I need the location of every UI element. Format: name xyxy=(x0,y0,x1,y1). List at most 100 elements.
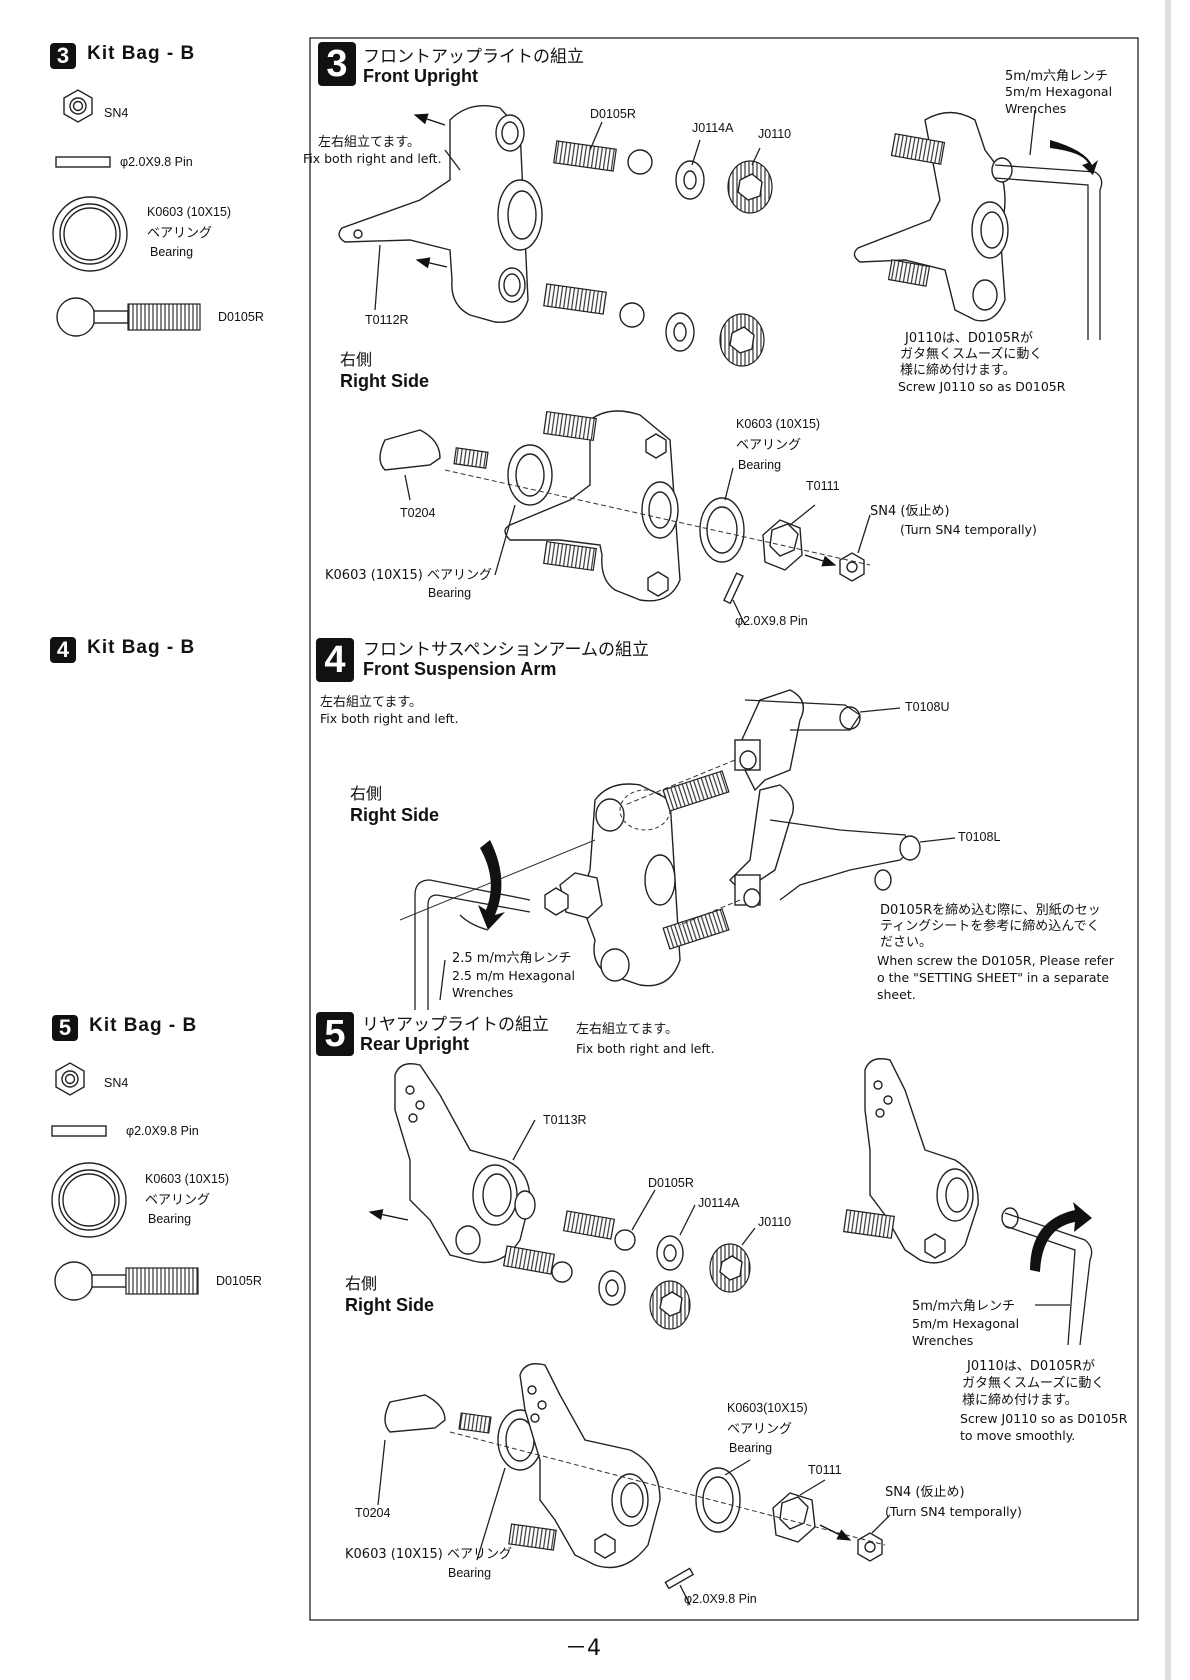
kit5-nut-icon xyxy=(55,1062,85,1096)
s5-label-k0603: K0603(10X15) xyxy=(727,1401,808,1415)
kit3-bearing-en: Bearing xyxy=(150,245,194,259)
s3-side-jp: 右側 xyxy=(340,350,373,369)
kit-bag-3-title: Kit Bag - B xyxy=(87,43,196,64)
kit5-nut-label: SN4 xyxy=(104,1076,129,1090)
s5-label-k0603b: K0603 (10X15) ベアリング xyxy=(345,1547,513,1562)
s5-wrench-en2: Wrenches xyxy=(912,1333,974,1348)
s5-hub-assembly xyxy=(377,1363,891,1606)
s3-note-jp2: ガタ無くスムーズに動く xyxy=(900,347,1043,362)
s3-label-bearing-jp: ベアリング xyxy=(736,438,802,453)
section-3-title-en: Front Upright xyxy=(363,66,478,86)
s5-label-t0113r: T0113R xyxy=(543,1113,587,1127)
s3-label-k0603: K0603 (10X15) xyxy=(736,417,821,431)
section-3-header: 3 xyxy=(318,42,356,86)
section-5-step-badge: 5 xyxy=(316,1012,354,1056)
s4-side-en: Right Side xyxy=(350,805,439,825)
s3-label-d0105r: D0105R xyxy=(590,107,636,121)
kit5-ball-stud-icon xyxy=(54,1261,199,1301)
s3-hub-assembly xyxy=(379,410,871,626)
s3-wrench-en1: 5m/m Hexagonal xyxy=(1005,84,1113,99)
s5-wrench-jp: 5m/m六角レンチ xyxy=(912,1299,1015,1314)
s5-note-en2: to move smoothly. xyxy=(960,1428,1076,1443)
s5-note-jp3: 様に締め付けます。 xyxy=(962,1393,1078,1408)
s4-note-jp1: D0105Rを締め込む際に、別紙のセッ xyxy=(880,903,1101,918)
s4-side-jp: 右側 xyxy=(350,784,383,803)
s4-note-en1: When screw the D0105R, Please refer xyxy=(877,953,1114,968)
kit5-pin-label: φ2.0X9.8 Pin xyxy=(126,1124,199,1138)
s3-wrench-en2: Wrenches xyxy=(1005,101,1067,116)
s5-label-sn4-en: (Turn SN4 temporally) xyxy=(885,1504,1022,1519)
s4-wrench-en2: Wrenches xyxy=(452,985,514,1000)
s5-label-pin: φ2.0X9.8 Pin xyxy=(684,1592,757,1606)
s5-upright-side xyxy=(843,1058,1093,1346)
s3-label-sn4-en: (Turn SN4 temporally) xyxy=(900,522,1037,537)
s4-fix-jp: 左右組立てます。 xyxy=(320,695,423,710)
s5-side-jp: 右側 xyxy=(345,1274,378,1293)
kit-bag-5-step-badge: 5 xyxy=(52,1015,78,1041)
kit5-bearing-code: K0603 (10X15) xyxy=(145,1172,230,1186)
kit3-bearing-code: K0603 (10X15) xyxy=(147,205,232,219)
section-5-title-en: Rear Upright xyxy=(360,1034,470,1054)
s4-label-t0108l: T0108L xyxy=(958,830,1001,844)
kit-bag-3-step-badge: 3 xyxy=(50,43,76,69)
s5-fix-en: Fix both right and left. xyxy=(576,1041,715,1056)
kit5-bearing-jp: ベアリング xyxy=(145,1193,211,1208)
s5-note-jp2: ガタ無くスムーズに動く xyxy=(962,1376,1105,1391)
s5-side-en: Right Side xyxy=(345,1295,434,1315)
s4-note-jp2: ティングシートを参考に締め込んでく xyxy=(880,919,1100,934)
s3-upright-side xyxy=(853,109,1103,340)
section-4-title-jp: フロントサスペンションアームの組立 xyxy=(363,640,649,660)
s5-label-sn4: SN4 (仮止め) xyxy=(885,1485,965,1500)
main-frame xyxy=(309,37,1139,1621)
s4-fix-en: Fix both right and left. xyxy=(320,711,459,726)
s5-label-j0110: J0110 xyxy=(758,1215,792,1229)
s3-wrench-jp: 5m/m六角レンチ xyxy=(1005,69,1108,84)
s3-label-bearing-en: Bearing xyxy=(738,458,782,472)
s3-note-jp1: J0110は、D0105Rが xyxy=(905,331,1034,346)
s3-note-en: Screw J0110 so as D0105R xyxy=(898,379,1066,394)
kit3-ball-stud-label: D0105R xyxy=(218,310,264,324)
s4-note-jp3: ださい。 xyxy=(880,935,933,950)
kit-bag-5-title: Kit Bag - B xyxy=(89,1015,198,1036)
s3-label-j0110: J0110 xyxy=(758,127,792,141)
s4-suspension-arm xyxy=(729,689,956,908)
kit-bag-5-header: 5 Kit Bag - B xyxy=(52,1015,197,1041)
kit5-pin-icon xyxy=(51,1125,107,1137)
kit3-pin-label: φ2.0X9.8 Pin xyxy=(120,155,193,169)
s5-fix-jp: 左右組立てます。 xyxy=(576,1022,679,1037)
s4-wrench-en1: 2.5 m/m Hexagonal xyxy=(452,968,575,983)
s5-note-jp1: J0110は、D0105Rが xyxy=(967,1359,1096,1374)
s5-note-en1: Screw J0110 so as D0105R xyxy=(960,1411,1128,1426)
section-3-title-jp: フロントアップライトの組立 xyxy=(363,47,584,67)
section-4-title-en: Front Suspension Arm xyxy=(363,659,557,679)
s4-note-en3: sheet. xyxy=(877,987,916,1002)
section-4-header: 4 xyxy=(316,638,354,682)
kit5-bearing-en: Bearing xyxy=(148,1212,192,1226)
section-4-step-badge: 4 xyxy=(316,638,354,682)
page-number: －4 xyxy=(565,1636,601,1661)
s5-label-bearing-en: Bearing xyxy=(729,1441,773,1455)
s3-upright-front xyxy=(338,105,543,324)
s3-fix-jp: 左右組立てます。 xyxy=(318,135,421,150)
s3-label-sn4: SN4 (仮止め) xyxy=(870,504,950,519)
s5-label-bearing-b: Bearing xyxy=(448,1566,492,1580)
s3-note-jp3: 様に締め付けます。 xyxy=(900,363,1016,378)
kit3-bearing-jp: ベアリング xyxy=(147,226,213,241)
kit-bag-3-header: 3 Kit Bag - B xyxy=(50,43,195,69)
kit3-bearing-icon xyxy=(52,196,128,272)
s3-label-k0603b: K0603 (10X15) ベアリング xyxy=(325,568,493,583)
kit3-nut-icon xyxy=(63,89,93,123)
s5-label-t0111: T0111 xyxy=(808,1463,842,1477)
s3-label-j0114a: J0114A xyxy=(692,121,734,135)
s3-fix-en: Fix both right and left. xyxy=(303,151,442,166)
s5-label-d0105r: D0105R xyxy=(648,1176,694,1190)
kit-bag-4-title: Kit Bag - B xyxy=(87,637,196,658)
section-5-header: 5 xyxy=(316,1012,354,1056)
s5-wrench-en1: 5m/m Hexagonal xyxy=(912,1316,1020,1331)
s4-label-t0108u: T0108U xyxy=(905,700,950,714)
s5-label-j0114a: J0114A xyxy=(698,1196,740,1210)
section-3-step-badge: 3 xyxy=(318,42,356,86)
s3-side-en: Right Side xyxy=(340,371,429,391)
kit5-bearing-icon xyxy=(51,1162,127,1238)
